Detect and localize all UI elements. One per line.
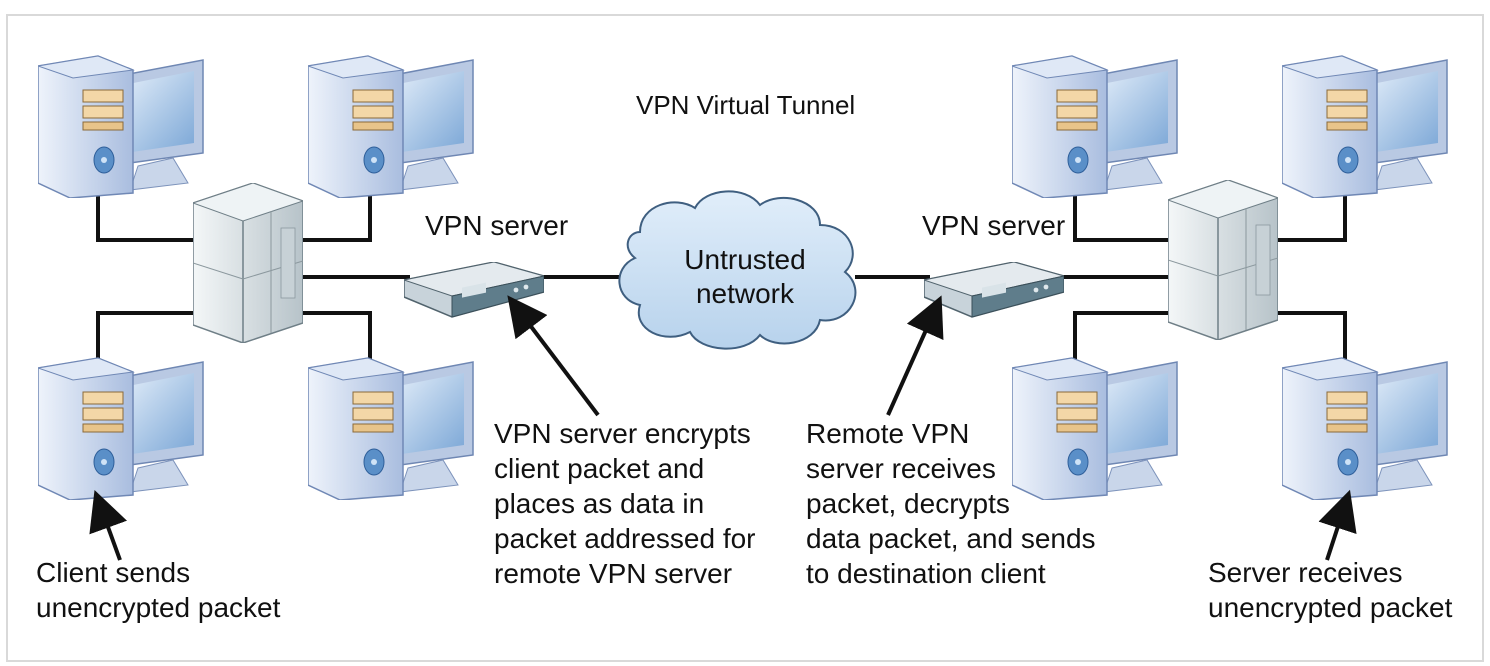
server-receives-label: Server receives unencrypted packet xyxy=(1208,557,1453,623)
server-icon-left xyxy=(193,183,303,343)
link-left-top-left xyxy=(96,190,200,242)
untrusted-cloud-icon xyxy=(618,190,857,350)
client-sends-label: Client sends unencrypted packet xyxy=(36,557,281,623)
network-links xyxy=(96,190,1347,370)
encrypts-label: VPN server encrypts client packet and pl… xyxy=(494,418,756,589)
remote-receives-label: Remote VPN server receives packet, decry… xyxy=(806,418,1096,589)
server-icon-right xyxy=(1168,180,1278,340)
pointer-arrows xyxy=(89,295,1357,561)
vpn-router-icon-left xyxy=(404,262,544,318)
vpn-server-label-right: VPN server xyxy=(922,210,1066,241)
link-right-top-left xyxy=(1073,190,1175,242)
computer-icon-right-bottom-2 xyxy=(1282,357,1448,500)
link-right-bottom-left xyxy=(1073,311,1175,370)
computer-icon-left-top-2 xyxy=(308,55,474,198)
computer-icon-right-top-2 xyxy=(1282,55,1448,198)
arrow-encrypts xyxy=(507,295,600,417)
link-right-top-right xyxy=(1270,190,1347,242)
link-right-bottom-right xyxy=(1270,311,1347,370)
computer-icon-right-top xyxy=(1012,55,1178,198)
link-left-top-right xyxy=(295,195,372,242)
link-left-bottom-right xyxy=(295,311,372,370)
link-left-bottom-left xyxy=(96,311,200,370)
vpn-server-label-left: VPN server xyxy=(425,210,569,241)
computer-icon-left-bottom xyxy=(38,357,204,500)
arrow-server-receives xyxy=(1318,489,1357,561)
computer-icon-left-bottom-2 xyxy=(308,357,474,500)
vpn-router-icon-right xyxy=(924,262,1064,318)
arrow-remote-receives xyxy=(886,295,944,416)
arrow-client-sends xyxy=(89,489,127,561)
tunnel-label: VPN Virtual Tunnel xyxy=(636,90,856,120)
computer-icon-left-top xyxy=(38,55,204,198)
cloud-label: Untrusted network xyxy=(684,244,806,309)
